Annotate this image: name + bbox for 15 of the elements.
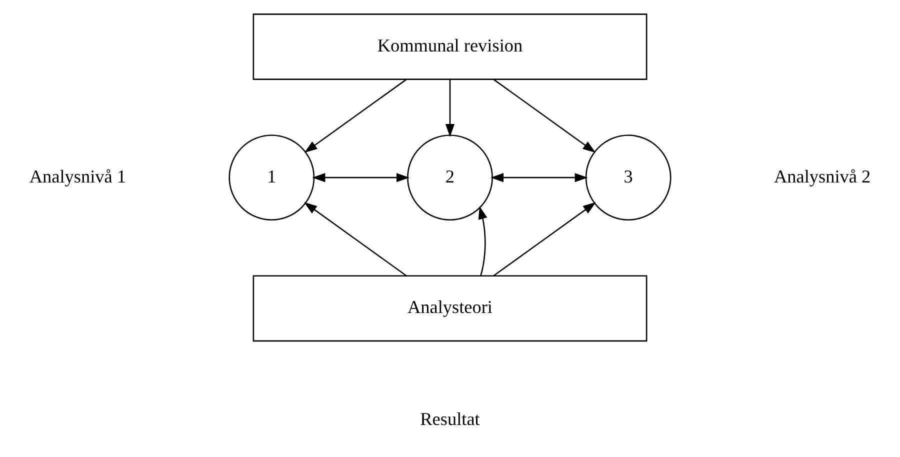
label: Analysnivå 1 — [29, 166, 126, 186]
arrow — [445, 78, 455, 137]
arrow — [478, 206, 488, 276]
node-box: Kommunal revision — [252, 13, 648, 80]
arrow — [304, 78, 407, 152]
arrow — [490, 172, 588, 182]
label: Resultat — [420, 408, 480, 429]
arrow — [312, 172, 410, 182]
arrow — [493, 78, 596, 152]
arrow — [304, 202, 407, 276]
node-circle: 3 — [585, 134, 672, 220]
node-box: Analysteori — [252, 274, 648, 342]
node-circle: 1 — [228, 134, 315, 220]
arrow — [493, 202, 596, 276]
label: Analysnivå 2 — [774, 166, 871, 186]
